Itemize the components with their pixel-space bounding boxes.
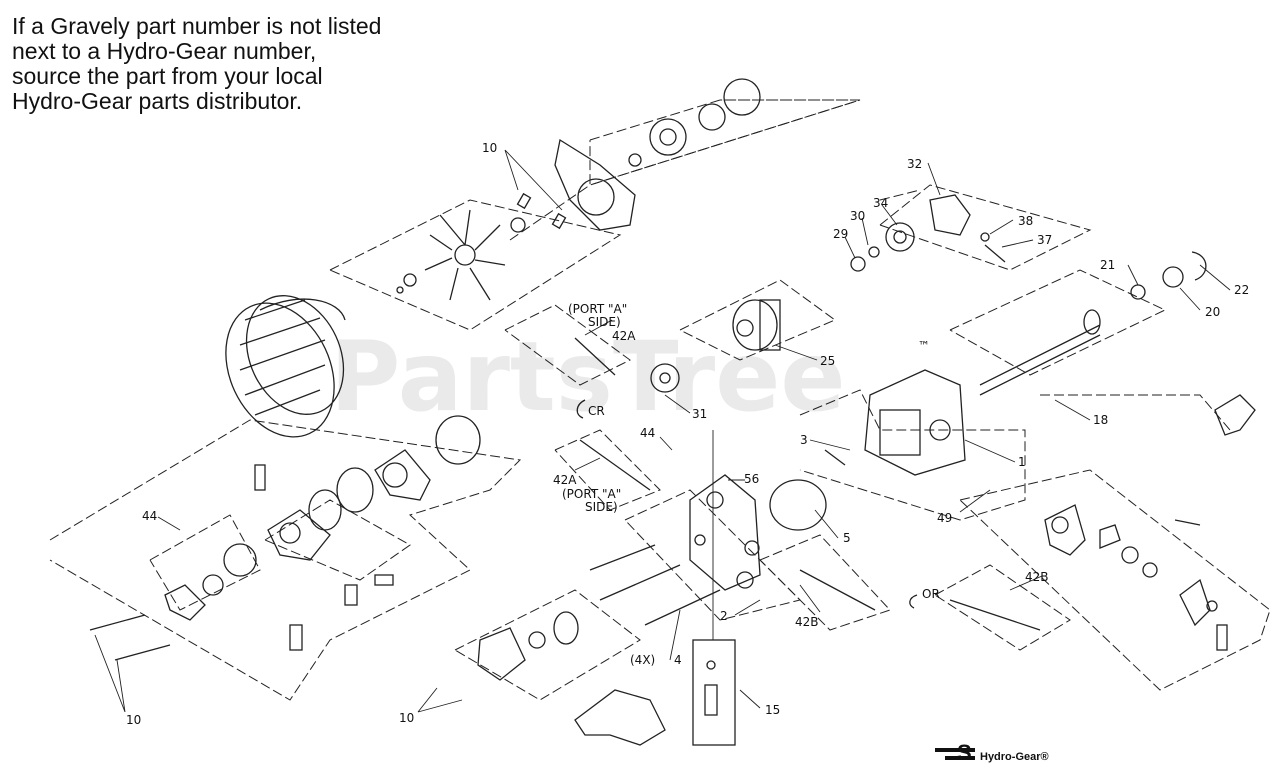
callout-5: 5 (843, 531, 851, 545)
valve-plate (650, 363, 680, 393)
rotation-cr-label: CR (588, 404, 605, 418)
callout-4x: (4X) (630, 653, 655, 667)
callout-37: 37 (1037, 233, 1052, 247)
logo-text: Hydro-Gear® (980, 751, 1049, 763)
port-a-side-label-1: SIDE) (588, 315, 621, 329)
callout-1: 1 (1018, 455, 1026, 469)
mount-bracket (510, 138, 636, 233)
callout-10-bottom-middle: 10 (399, 711, 414, 725)
callout-30: 30 (850, 209, 865, 223)
callout-31: 31 (692, 407, 707, 421)
hydro-gear-logo: S Hydro-Gear® (935, 740, 1049, 765)
callout-44-left: 44 (142, 509, 157, 523)
main-housing (864, 369, 966, 476)
note-line-2: next to a Hydro-Gear number, (12, 38, 317, 64)
note-line-4: Hydro-Gear parts distributor. (12, 88, 303, 114)
callout-2: 2 (720, 609, 728, 623)
callout-20: 20 (1205, 305, 1220, 319)
port-a-side-label-2: SIDE) (585, 500, 618, 514)
left-pump-assembly (164, 415, 481, 651)
port-a-label-1: (PORT "A" (568, 302, 627, 316)
upper-right-components (850, 194, 1207, 300)
callout-42b-right: 42B (1025, 570, 1049, 584)
cylinder-block (732, 299, 781, 351)
charge-pump-upper (628, 78, 761, 167)
bolts (89, 337, 1201, 661)
callout-42b-middle: 42B (795, 615, 819, 629)
callout-22: 22 (1234, 283, 1249, 297)
callout-44-middle: 44 (640, 426, 655, 440)
port-a-label-2: (PORT "A" (562, 487, 621, 501)
note-line-1: If a Gravely part number is not listed (12, 13, 382, 39)
callout-38: 38 (1018, 214, 1033, 228)
callout-25: 25 (820, 354, 835, 368)
group-outlines (49, 99, 1271, 701)
leader-lines (94, 149, 1231, 713)
callout-labels: 10 32 30 34 29 38 37 21 22 20 (PORT "A" … (126, 141, 1249, 727)
watermark-trademark: ™ (918, 339, 930, 353)
fan-shroud (225, 295, 346, 438)
disclaimer-note: If a Gravely part number is not listed n… (12, 14, 452, 114)
callout-4: 4 (674, 653, 682, 667)
rotation-arrows (576, 399, 918, 609)
center-block (689, 474, 827, 591)
logo-mark: S (957, 740, 972, 765)
output-shaft (979, 309, 1101, 396)
callout-56: 56 (744, 472, 759, 486)
rotation-or-label: OR (922, 587, 940, 601)
control-arm (1044, 394, 1256, 651)
callout-10-top: 10 (482, 141, 497, 155)
callout-21: 21 (1100, 258, 1115, 272)
callout-34: 34 (873, 196, 888, 210)
callout-49: 49 (937, 511, 952, 525)
callout-18: 18 (1093, 413, 1108, 427)
cooling-fan (396, 209, 506, 301)
callout-15: 15 (765, 703, 780, 717)
callout-3: 3 (800, 433, 808, 447)
callout-10-bottom-left: 10 (126, 713, 141, 727)
bottom-components (477, 611, 736, 746)
note-line-3: source the part from your local (12, 63, 323, 89)
callout-29: 29 (833, 227, 848, 241)
callout-32: 32 (907, 157, 922, 171)
callout-42a-upper: 42A (612, 329, 636, 343)
callout-42a-lower: 42A (553, 473, 577, 487)
